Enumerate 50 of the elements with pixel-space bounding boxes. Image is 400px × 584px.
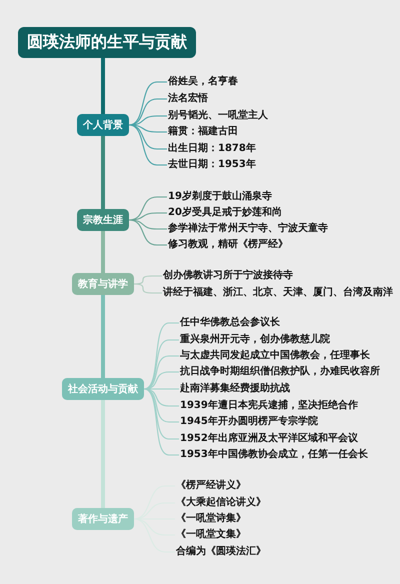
leaf-text: 参学禅法于常州天宁寺、宁波天童寺 — [168, 223, 328, 235]
branch-line — [128, 124, 167, 150]
branch-line — [128, 219, 167, 246]
leaf-text: 赴南洋募集经费援助抗战 — [180, 383, 290, 395]
trunk-line — [101, 400, 105, 508]
leaf-text: 1939年遭日本宪兵逮捕，坚决拒绝合作 — [180, 400, 358, 412]
trunk-line — [101, 295, 105, 378]
branch-line — [144, 355, 179, 390]
leaf-text: 《楞严经讲义》 — [176, 480, 246, 492]
branch-line — [134, 283, 162, 294]
branch-line — [134, 518, 175, 553]
leaf-text: 法名宏悟 — [168, 93, 208, 105]
topic-box: 个人背景 — [77, 114, 129, 136]
leaf-text: 1952年出席亚洲及太平洋区域和平会议 — [180, 433, 358, 445]
leaf-text: 籍贯：福建古田 — [168, 126, 238, 138]
trunk-line — [101, 58, 105, 114]
branch-line — [128, 196, 167, 221]
title-box: 圆瑛法师的生平与贡献 — [18, 27, 196, 58]
leaf-text: 讲经于福建、浙江、北京、天津、厦门、台湾及南洋 — [163, 287, 393, 299]
leaf-text: 俗姓吴，名亨春 — [168, 76, 238, 88]
leaf-text: 1953年中国佛教协会成立，任第一任会长 — [180, 449, 368, 461]
leaf-text: 20岁受具足戒于妙莲和尚 — [168, 207, 282, 219]
branch-line — [128, 124, 167, 166]
leaf-text: 修习教观，精研《楞严经》 — [168, 239, 288, 251]
leaf-text: 创办佛教讲习所于宁波接待寺 — [163, 270, 293, 282]
branch-line — [144, 322, 179, 390]
leaf-text: 《一吼堂诗集》 — [176, 513, 246, 525]
topic-box: 教育与讲学 — [72, 273, 134, 295]
leaf-text: 19岁剃度于鼓山涌泉寺 — [168, 191, 272, 203]
branch-line — [128, 81, 167, 126]
leaf-text: 任中华佛教总会参议长 — [180, 317, 280, 329]
branch-line — [128, 98, 167, 126]
trunk-line — [101, 136, 105, 209]
leaf-text: 与太虚共同发起成立中国佛教会，任理事长 — [180, 350, 370, 362]
leaf-text: 抗日战争时期组织僧侣救护队，办难民收容所 — [180, 366, 380, 378]
branch-line — [144, 388, 179, 423]
leaf-text: 1945年开办圆明楞严专宗学院 — [180, 416, 318, 428]
leaf-text: 《一吼堂文集》 — [176, 529, 246, 541]
leaf-text: 去世日期：1953年 — [168, 159, 256, 171]
topic-box: 著作与遗产 — [72, 508, 134, 530]
branch-line — [134, 485, 175, 520]
leaf-text: 《大乘起信论讲义》 — [176, 497, 266, 509]
topic-box: 社会活动与贡献 — [62, 378, 144, 400]
leaf-text: 别号韬光、一吼堂主人 — [168, 110, 268, 122]
leaf-text: 出生日期：1878年 — [168, 143, 256, 155]
leaf-text: 重兴泉州开元寺，创办佛教慈儿院 — [180, 334, 330, 346]
topic-box: 宗教生涯 — [77, 209, 129, 231]
trunk-line — [101, 231, 105, 273]
branch-line — [144, 388, 179, 456]
leaf-text: 合编为《圆瑛法汇》 — [176, 546, 266, 558]
